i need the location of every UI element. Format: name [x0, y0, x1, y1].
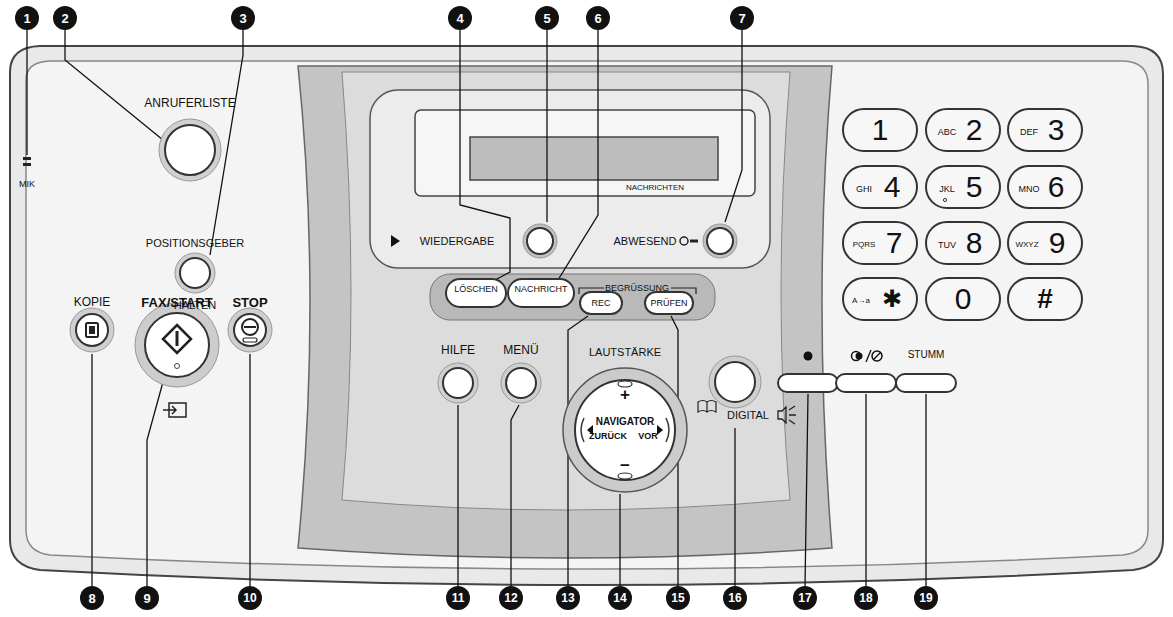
callout-number: 7 — [738, 12, 745, 25]
key-label: 1 — [872, 115, 889, 145]
key-letters: TUV — [938, 241, 956, 250]
callout-number: 9 — [143, 592, 150, 605]
callout-number: 10 — [243, 592, 256, 604]
callout-number: 1 — [23, 12, 30, 25]
key-label: ✱ — [882, 287, 902, 311]
callout-number: 2 — [61, 12, 68, 25]
key-label: 9 — [1049, 228, 1066, 258]
callout-number: 3 — [239, 12, 246, 25]
button-label: MIK — [19, 180, 35, 189]
callout-number: 5 — [543, 12, 550, 25]
callout-number: 13 — [561, 592, 574, 604]
key-letters: WXYZ — [1015, 241, 1038, 249]
callout-number: 18 — [859, 592, 872, 604]
callout-number: 16 — [728, 592, 741, 604]
callout-number: 12 — [504, 592, 517, 604]
key-letters: JKL — [939, 185, 955, 194]
button-label: PRÜFEN — [650, 299, 687, 308]
callout-number: 8 — [88, 592, 95, 605]
callout-number: 6 — [594, 12, 601, 25]
key-letters: GHI — [856, 185, 872, 194]
callout-number: 11 — [452, 592, 465, 604]
key-label: 3 — [1048, 115, 1065, 145]
key-label: 4 — [884, 172, 901, 202]
callout-number: 19 — [919, 592, 932, 604]
key-label: 6 — [1048, 172, 1065, 202]
callout-number: 14 — [613, 592, 626, 604]
callout-number: 4 — [456, 12, 463, 25]
button-label: KOPIE — [74, 296, 111, 308]
key-label: 5 — [966, 172, 983, 202]
button-label: VOR — [638, 432, 658, 441]
key-letters: A→a — [852, 297, 870, 305]
button-label: DIGITAL — [727, 410, 769, 421]
button-label: REC — [591, 299, 610, 308]
button-label: WIEDERGABE — [420, 236, 495, 247]
button-label: − — [620, 457, 630, 474]
button-label: NACHRICHT — [515, 285, 568, 294]
button-label: STUMM — [908, 350, 945, 360]
button-label: ABWESEND — [614, 236, 677, 247]
key-letters: MNO — [1019, 185, 1040, 194]
button-label: NAVIGATOR — [596, 417, 654, 427]
button-label: POSITIONSGEBER — [146, 238, 244, 249]
button-label: ANRUFERLISTE — [144, 97, 235, 109]
callout-number: 15 — [671, 592, 684, 604]
key-label: # — [1037, 285, 1053, 313]
key-label: 7 — [886, 228, 903, 258]
button-label: ZURÜCK — [589, 432, 627, 441]
button-label: BEGRÜSSUNG — [605, 284, 669, 293]
button-label: LÖSCHEN — [454, 285, 498, 294]
key-letters: ABC — [938, 128, 957, 137]
key-label: 0 — [955, 284, 972, 314]
button-label: + — [620, 386, 630, 403]
button-label: HILFE — [441, 344, 475, 356]
key-letters: DEF — [1020, 128, 1038, 137]
button-label: LAUTSTÄRKE — [589, 347, 661, 358]
callout-number: 17 — [798, 592, 811, 604]
key-label: 8 — [966, 228, 983, 258]
key-letters: PQRS — [853, 241, 876, 249]
button-label: FAX/START — [141, 296, 212, 309]
key-label: 2 — [966, 115, 983, 145]
button-label: STOP — [232, 296, 267, 309]
button-label: MENÜ — [503, 344, 538, 356]
button-label: NACHRICHTEN — [626, 184, 684, 192]
